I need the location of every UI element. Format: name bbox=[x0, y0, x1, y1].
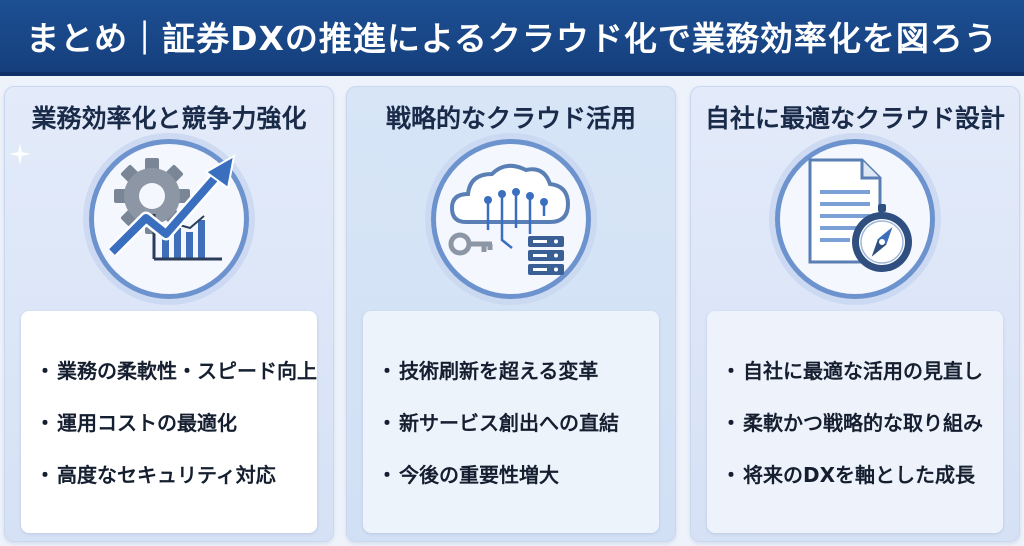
sparkle-icon bbox=[9, 143, 31, 165]
gear-chart-growth-icon bbox=[89, 139, 249, 299]
list-item: ・柔軟かつ戦略的な取り組み bbox=[721, 411, 983, 435]
list-item: ・高度なセキュリティ対応 bbox=[35, 463, 276, 487]
panel-title: 自社に最適なクラウド設計 bbox=[704, 104, 1005, 133]
list-item: ・新サービス創出への直結 bbox=[377, 411, 619, 435]
list-item: ・将来のDXを軸とした成長 bbox=[721, 463, 976, 487]
panel-cloud-design: 自社に最適なクラウド設計 ・自社に最適な活用の見直し bbox=[690, 86, 1020, 542]
panel-cloud-strategy: 戦略的なクラウド活用 bbox=[346, 86, 676, 542]
cloud-network-key-server-icon bbox=[431, 139, 591, 299]
panel-title: 業務効率化と競争力強化 bbox=[31, 104, 307, 133]
list-item: ・今後の重要性増大 bbox=[377, 463, 559, 487]
list-item: ・運用コストの最適化 bbox=[35, 411, 237, 435]
list-item: ・自社に最適な活用の見直し bbox=[721, 359, 983, 383]
panel-title: 戦略的なクラウド活用 bbox=[385, 104, 636, 133]
item-list: ・業務の柔軟性・スピード向上 ・運用コストの最適化 ・高度なセキュリティ対応 bbox=[21, 311, 317, 533]
header-banner: まとめ｜証券DXの推進によるクラウド化で業務効率化を図ろう bbox=[0, 0, 1024, 76]
page-title: まとめ｜証券DXの推進によるクラウド化で業務効率化を図ろう bbox=[26, 19, 998, 58]
list-item: ・業務の柔軟性・スピード向上 bbox=[35, 359, 317, 383]
list-item: ・技術刷新を超える変革 bbox=[377, 359, 599, 383]
item-list: ・自社に最適な活用の見直し ・柔軟かつ戦略的な取り組み ・将来のDXを軸とした成… bbox=[707, 311, 1003, 533]
item-list: ・技術刷新を超える変革 ・新サービス創出への直結 ・今後の重要性増大 bbox=[363, 311, 659, 533]
document-compass-icon bbox=[775, 139, 935, 299]
panel-efficiency: 業務効率化と競争力強化 bbox=[4, 86, 334, 542]
